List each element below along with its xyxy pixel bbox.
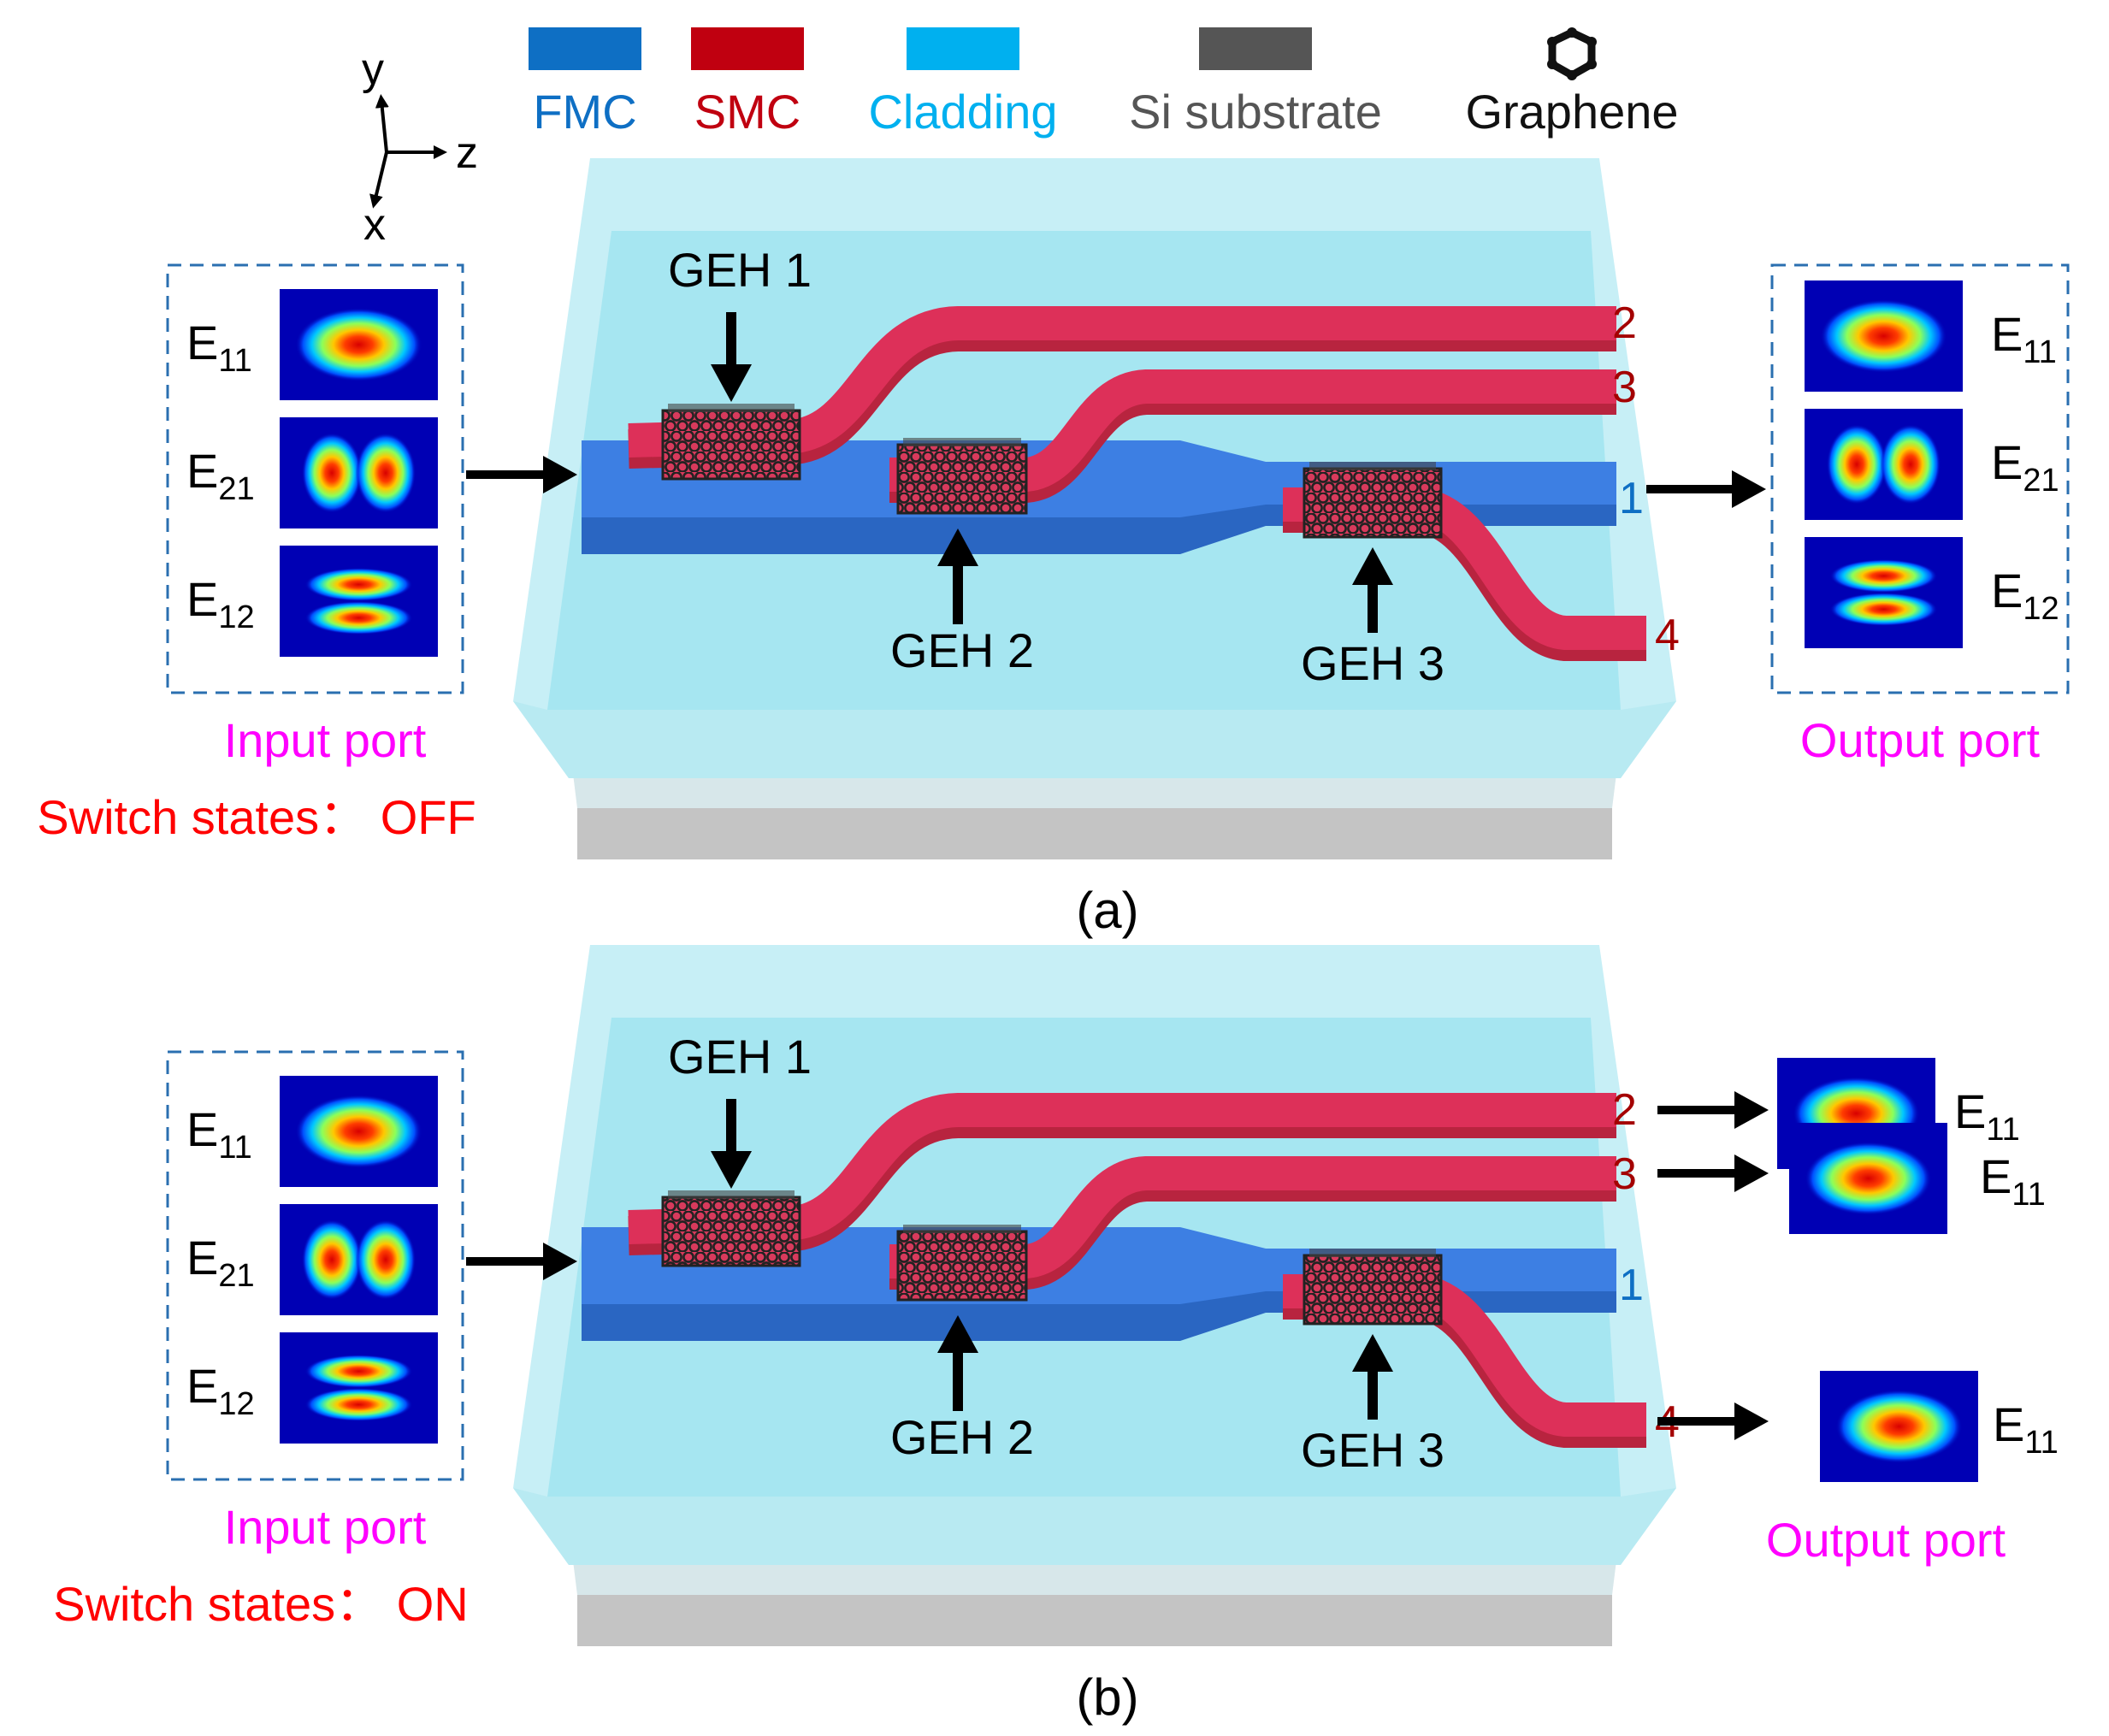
panel-a-geh-arrow-2-head [937,528,978,566]
panel-a-geh-label-1: GEH 1 [668,243,812,297]
panel-b-output-mode-label-2: E11 [1980,1149,2046,1213]
panel-a-input-mode-label-2: E21 [186,444,255,507]
panel-a-caption: (a) [1076,882,1138,939]
panel-b-output-arrow-3-head [1734,1402,1769,1440]
panel-b-port-3: 3 [1612,1149,1637,1199]
panel-a-smc-branch-2 [628,306,1616,458]
legend-label-si-substrate: Si substrate [1129,85,1382,139]
x-axis-arrow [369,151,388,209]
legend-label-graphene: Graphene [1465,85,1678,139]
legend-swatch-si-substrate [1199,27,1312,70]
panel-b-output-port-label: Output port [1766,1513,2006,1567]
panel-b-output-arrow-1-head [1734,1091,1769,1129]
panel-a-geh-arrow-3-head [1352,547,1393,585]
panel-b-graphene-heater-2 [896,1225,1028,1302]
panel-a-input-port-box [166,263,464,694]
panel-a-smc-branch-3 [889,369,1616,492]
panel-b-port-1: 1 [1619,1261,1644,1310]
panel-b-output-mode-label-3: E11 [1993,1397,2059,1461]
panel-b-graphene-heater-3 [1303,1249,1443,1326]
panel-a-cladding-front [513,701,1676,778]
panel-a-port-3: 3 [1612,363,1637,412]
panel-b-geh-arrow-1-head [711,1151,752,1189]
panel-a-output-arrow-head [1732,470,1766,508]
panel-a-switch-state: Switch states： OFF [37,790,476,844]
panel-b-geh-label-2: GEH 2 [890,1410,1034,1464]
panel-a-graphene-heater-3 [1303,462,1443,539]
panel-a-graphene-heater-1 [661,404,801,481]
panel-a-geh-label-3: GEH 3 [1301,636,1444,690]
panel-b-cladding-front [513,1488,1676,1565]
panel-a-input-arrow-head [543,456,577,493]
legend-label-cladding: Cladding [868,85,1057,139]
panel-a-output-port-box [1770,263,2070,694]
panel-b-geh-label-3: GEH 3 [1301,1423,1444,1477]
panel-a-graphene-heater-2 [896,438,1028,515]
axis-label-x: x [363,200,386,250]
panel-b-output-mode-label-1: E11 [1954,1084,2020,1148]
legend-swatch-cladding [907,27,1019,70]
y-axis-arrow [375,94,389,153]
panel-b-smc-branch-3 [889,1156,1616,1278]
panel-a-port-2: 2 [1612,298,1637,348]
panel-b-substrate-top [573,1561,1616,1595]
panel-b-output-arrow-2-head [1734,1154,1769,1192]
panel-b-smc-branch-2 [628,1093,1616,1244]
panel-b-port-2: 2 [1612,1085,1637,1135]
panel-a-output-port-label: Output port [1800,713,2041,767]
panel-a-input-port-label: Input port [224,713,427,767]
panel-a-si-substrate [577,804,1612,859]
legend: FMC SMC Cladding Si substrate Graphene [529,27,1679,139]
axis-label-y: y [362,44,384,94]
panel-a-input-mode-label-1: E11 [186,316,252,379]
panel-b-input-mode-label-3: E12 [186,1359,255,1422]
panel-b-geh-label-1: GEH 1 [668,1030,812,1084]
panel-a-input-mode-label-3: E12 [186,572,255,635]
panel-b-input-mode-label-2: E21 [186,1231,255,1294]
panel-a-geh-label-2: GEH 2 [890,623,1034,677]
panel-b-input-arrow-head [543,1243,577,1280]
panel-b-input-mode-label-1: E11 [186,1102,252,1166]
panel-b-geh-arrow-2-head [937,1315,978,1353]
legend-label-smc: SMC [694,85,800,139]
panel-a-output-mode-label-2: E21 [1991,435,2059,499]
graphene-hexagon-icon [1547,27,1597,80]
panel-b-graphene-heater-1 [661,1190,801,1267]
legend-label-fmc: FMC [533,85,636,139]
panel-b-switch-state: Switch states： ON [53,1577,468,1631]
legend-swatch-fmc [529,27,641,70]
panel-b-si-substrate [577,1591,1612,1646]
legend-swatch-smc [691,27,804,70]
panel-a-output-mode-label-1: E11 [1991,307,2057,370]
coordinate-axes [369,94,447,209]
panel-b-caption: (b) [1076,1668,1138,1726]
axis-label-z: z [456,128,478,178]
panel-a-port-4: 4 [1655,611,1680,660]
panel-b-geh-arrow-3-head [1352,1334,1393,1372]
panel-a-geh-arrow-1-head [711,364,752,402]
panel-a-substrate-top [573,774,1616,808]
panel-b-input-port-box [166,1050,464,1481]
panel-a-port-1: 1 [1619,474,1644,523]
panel-a-output-mode-label-3: E12 [1991,564,2059,627]
panel-b-input-port-label: Input port [224,1500,427,1554]
